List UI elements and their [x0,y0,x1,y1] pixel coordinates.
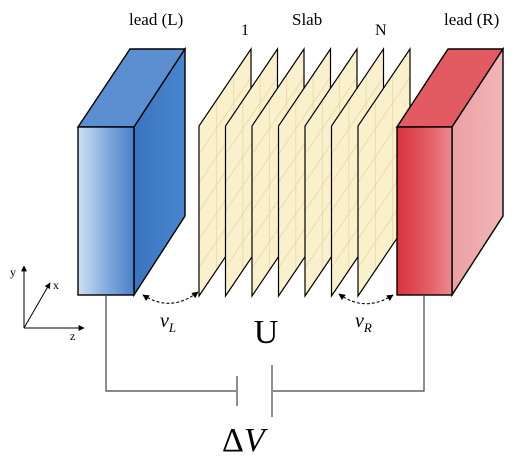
coupling-left-arrow [142,291,199,304]
slab-label: Slab [292,10,322,29]
lead-left-front [77,126,135,296]
lead-right-front [396,126,453,296]
axis-z-label: z [70,329,75,343]
slab-layers [198,47,411,298]
slab-grid-line [304,77,358,155]
lead-left [76,46,187,298]
slab-layer-outline [357,47,411,298]
slab-first-label: 1 [241,22,249,39]
lead-right-label: lead (R) [444,10,499,29]
circuit-wire-left [105,295,236,392]
axis-x-label: x [53,278,59,292]
slab-grid-line [331,77,384,155]
slab-grid-line [278,77,331,155]
slab-last-label: N [375,22,387,39]
interaction-label: U [254,314,279,351]
axis-y-label: y [10,265,16,279]
coupling-right-arrow [338,293,394,305]
slab-grid-line [198,77,252,155]
axis-x-line [23,282,51,329]
circuit-wire-right [273,295,425,392]
slab-grid-line [225,77,278,155]
lead-right [395,46,505,298]
coupling-right-label: vR [355,310,372,335]
slab-grid-line [357,105,411,183]
lead-left-label: lead (L) [129,10,183,29]
bias-label: ΔV [222,422,269,459]
slab-grid-line [251,77,305,155]
bias-circuit [105,295,425,417]
coordinate-axes [21,265,85,331]
coupling-left-label: vL [160,310,176,335]
slab-grid-line [357,77,411,155]
